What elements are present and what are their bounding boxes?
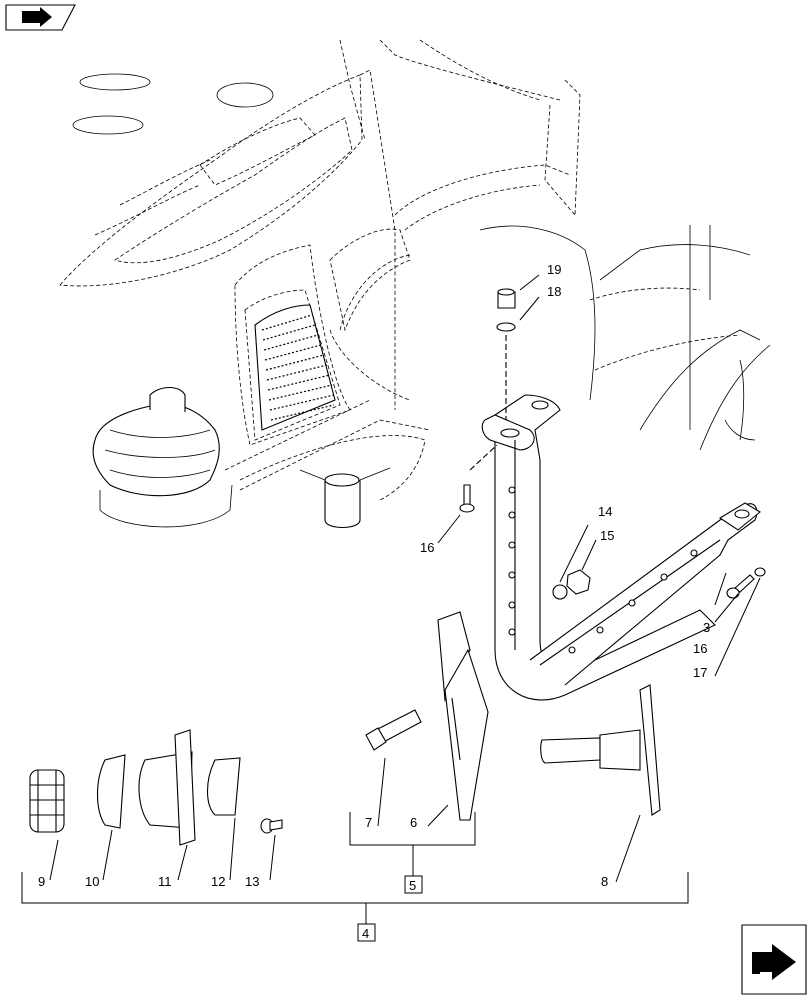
group-box-4: 4 <box>357 923 376 942</box>
bolt-7 <box>365 709 422 751</box>
callout-8: 8 <box>601 874 608 889</box>
washer-14 <box>552 584 568 600</box>
pin-8 <box>540 684 661 816</box>
next-page-icon[interactable] <box>741 924 807 995</box>
callout-6: 6 <box>410 815 417 830</box>
screw-13 <box>260 818 283 834</box>
callout-7: 7 <box>365 815 372 830</box>
callout-14: 14 <box>598 504 612 519</box>
callout-3: 3 <box>703 620 710 635</box>
callout-12: 12 <box>211 874 225 889</box>
bolt-16-lower <box>726 574 755 599</box>
lens-10 <box>97 754 126 829</box>
callout-17: 17 <box>693 665 707 680</box>
washer-18 <box>496 322 516 332</box>
nut-19 <box>497 288 516 309</box>
plate-6 <box>437 611 489 821</box>
vent-grille <box>254 304 336 431</box>
leader-lines <box>21 274 761 924</box>
cab-background <box>59 39 771 529</box>
lamp-bulb-9 <box>29 769 65 833</box>
joystick-boot <box>92 403 220 497</box>
group-label-5: 5 <box>409 878 416 893</box>
callout-16-upper: 16 <box>420 540 434 555</box>
nut-15 <box>566 569 591 595</box>
callout-9: 9 <box>38 874 45 889</box>
floor-tube <box>324 480 361 529</box>
prev-page-icon[interactable] <box>5 4 76 31</box>
lens-12 <box>206 757 241 816</box>
group-label-4: 4 <box>362 926 369 941</box>
callout-18: 18 <box>547 284 561 299</box>
callout-19: 19 <box>547 262 561 277</box>
callout-16-lower: 16 <box>693 641 707 656</box>
callout-10: 10 <box>85 874 99 889</box>
callout-15: 15 <box>600 528 614 543</box>
group-box-5: 5 <box>404 875 423 894</box>
bolt-16-upper <box>459 484 475 513</box>
callout-11: 11 <box>158 874 172 889</box>
nut-17 <box>754 567 766 577</box>
callout-labels: 19 18 14 15 16 3 16 17 7 6 8 9 10 11 12 … <box>38 262 710 889</box>
lamp-housing-11 <box>138 729 196 846</box>
callout-13: 13 <box>245 874 259 889</box>
step-bracket <box>481 394 761 701</box>
